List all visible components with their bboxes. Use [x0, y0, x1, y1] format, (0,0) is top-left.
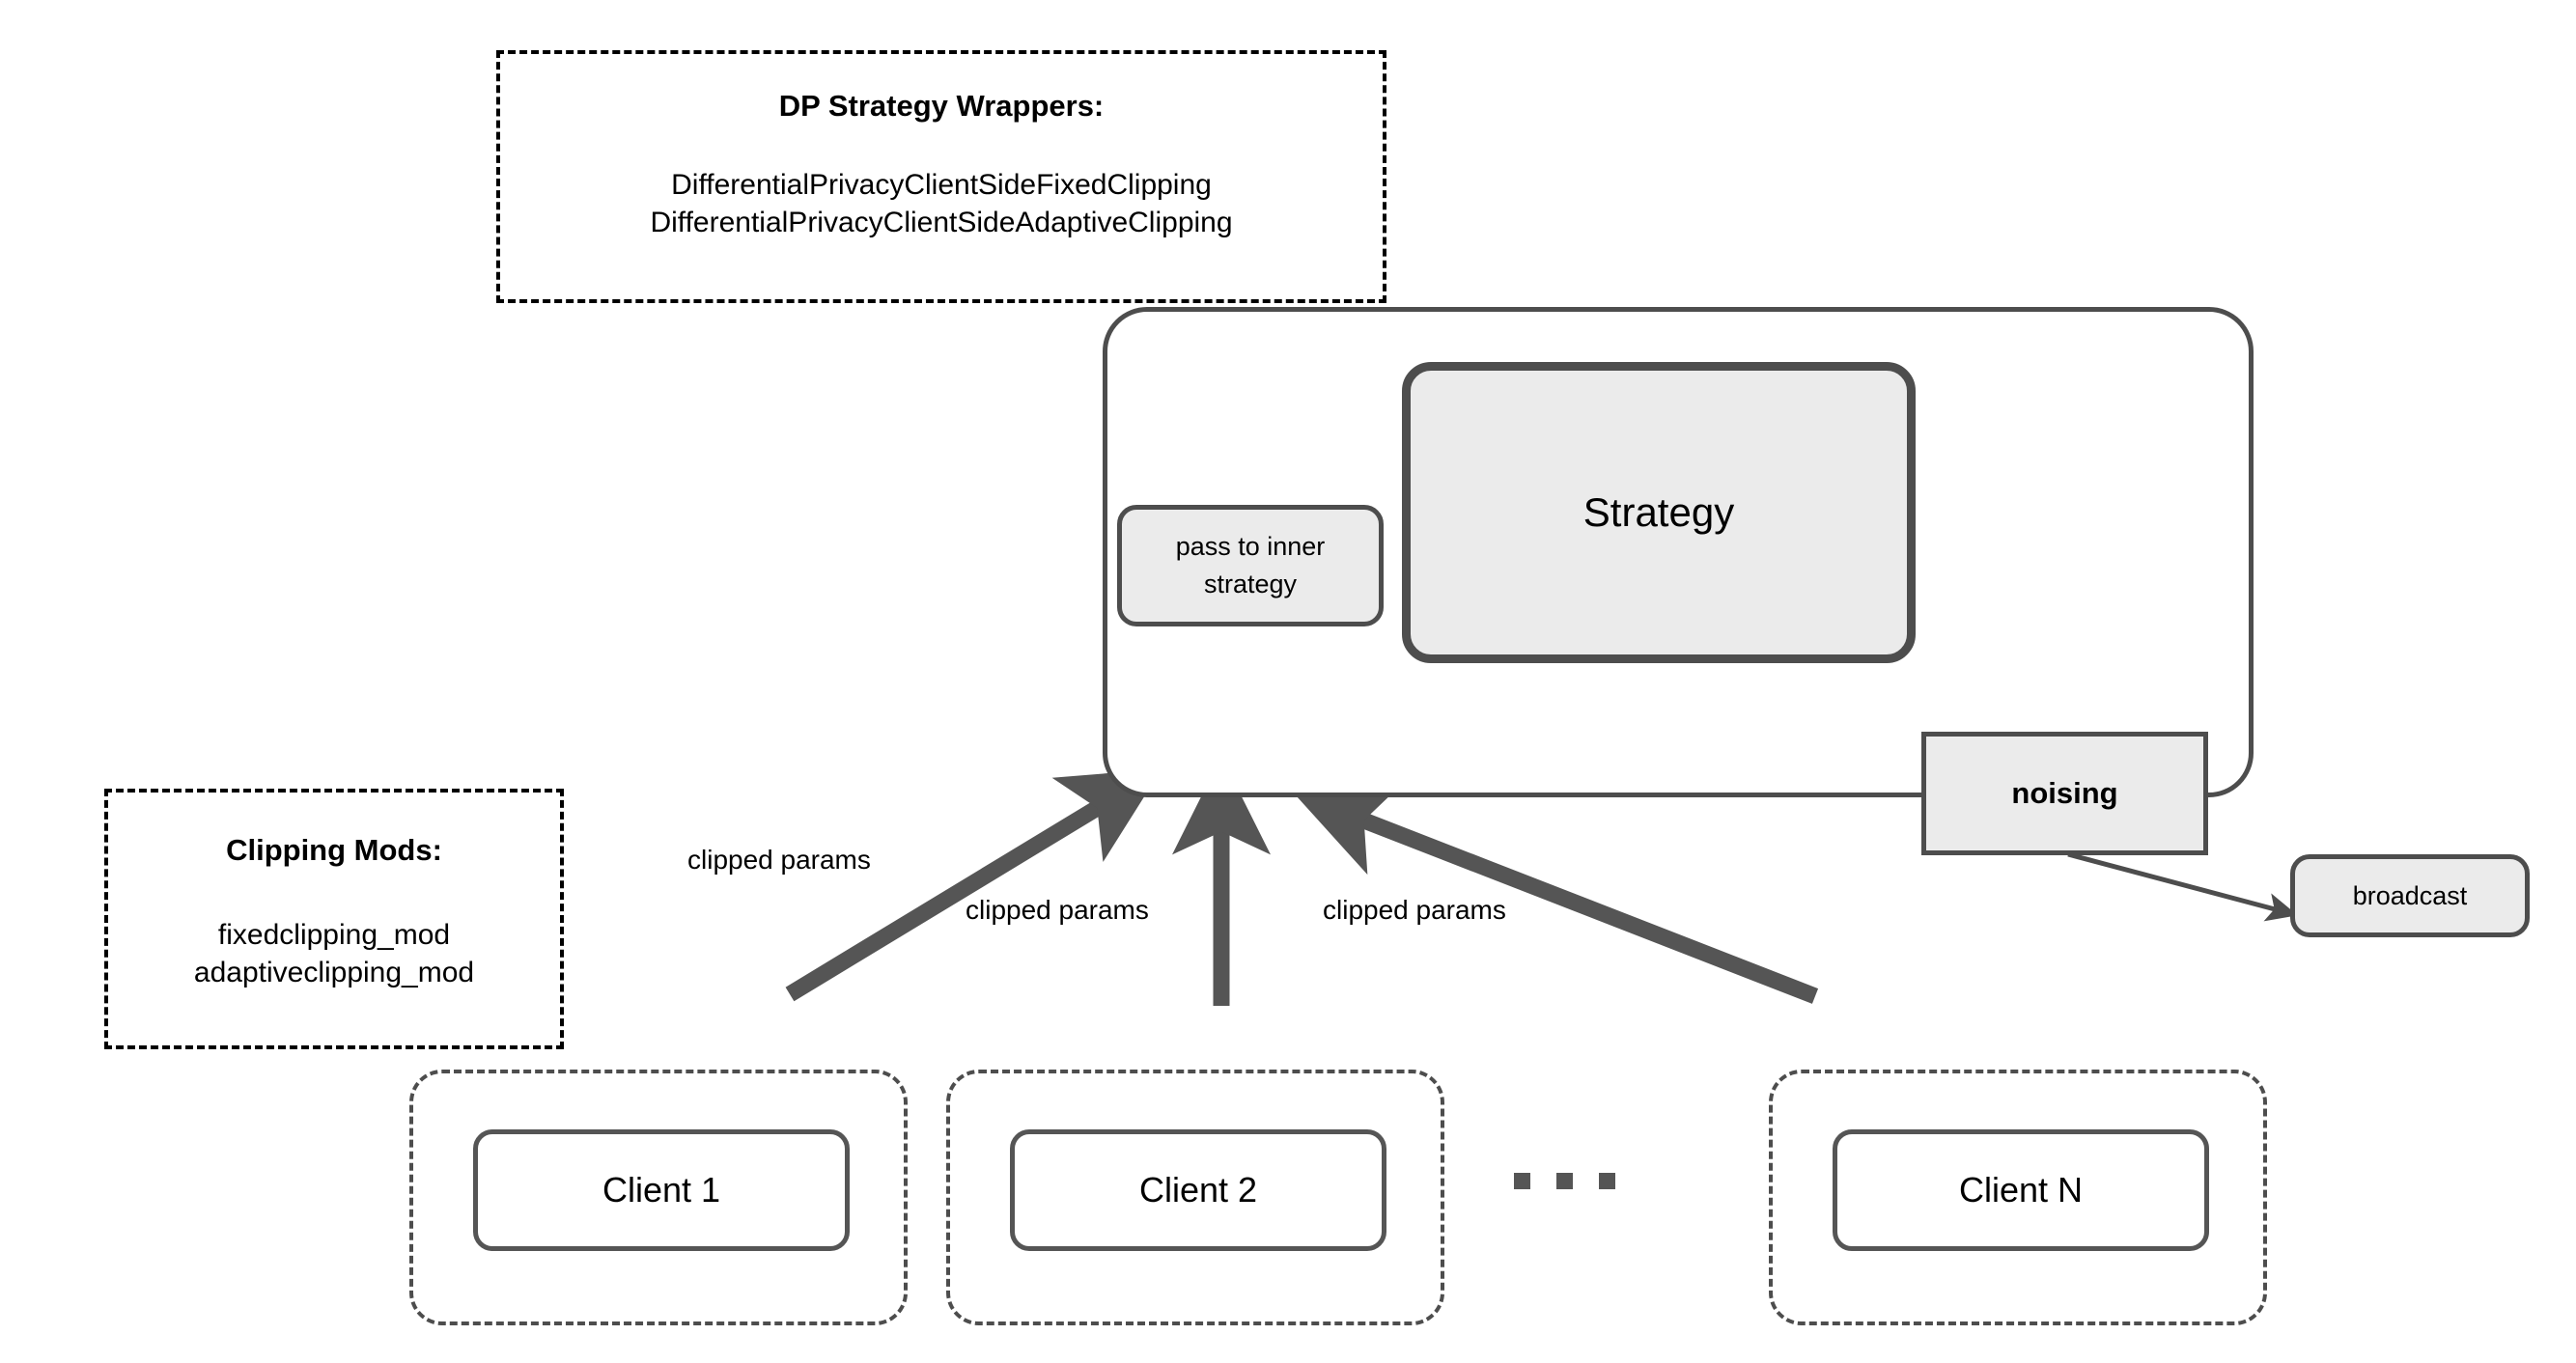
pass-to-inner-strategy-label-line2: strategy: [1203, 570, 1298, 598]
ellipsis-dot-2: [1556, 1173, 1573, 1189]
client-label: Client 2: [1138, 1170, 1258, 1210]
noising-node[interactable]: noising: [1921, 732, 2208, 855]
client-node-1[interactable]: Client 1: [473, 1129, 850, 1251]
client-label: Client 1: [602, 1170, 721, 1210]
ellipsis-dot-3: [1599, 1173, 1615, 1189]
annotation-title: Clipping Mods:: [226, 833, 442, 867]
annotation-title: DP Strategy Wrappers:: [778, 89, 1105, 123]
edge-label-clipped-params-2: clipped params: [966, 895, 1149, 925]
annotation-line-1: DifferentialPrivacyClientSideFixedClippi…: [671, 169, 1212, 201]
client-group-2: Client 2: [946, 1070, 1444, 1325]
annotation-line-2: DifferentialPrivacyClientSideAdaptiveCli…: [650, 207, 1233, 238]
annotation-dp-strategy-wrappers: DP Strategy Wrappers: DifferentialPrivac…: [496, 50, 1386, 303]
client-label: Client N: [1958, 1170, 2084, 1210]
annotation-line-2: adaptiveclipping_mod: [193, 957, 475, 988]
pass-to-inner-strategy-node[interactable]: pass to inner strategy: [1117, 505, 1384, 626]
pass-to-inner-strategy-label-line1: pass to inner: [1175, 531, 1326, 561]
broadcast-node[interactable]: broadcast: [2290, 854, 2530, 937]
ellipsis-dots: [1514, 1173, 1615, 1189]
client-group-n: Client N: [1769, 1070, 2267, 1325]
edge-label-clipped-params-3: clipped params: [1323, 895, 1506, 925]
client-node-n[interactable]: Client N: [1833, 1129, 2209, 1251]
strategy-label: Strategy: [1582, 489, 1735, 535]
noising-label: noising: [2011, 776, 2118, 810]
client-node-2[interactable]: Client 2: [1010, 1129, 1386, 1251]
annotation-line-1: fixedclipping_mod: [217, 919, 451, 951]
edge-label-clipped-params-1: clipped params: [687, 845, 871, 875]
annotation-clipping-mods: Clipping Mods: fixedclipping_mod adaptiv…: [104, 789, 564, 1049]
broadcast-label: broadcast: [2352, 880, 2468, 910]
ellipsis-dot-1: [1514, 1173, 1530, 1189]
client-group-1: Client 1: [409, 1070, 908, 1325]
strategy-node[interactable]: Strategy: [1402, 362, 1916, 663]
arrow-noising-to-broadcast: [2067, 851, 2298, 922]
